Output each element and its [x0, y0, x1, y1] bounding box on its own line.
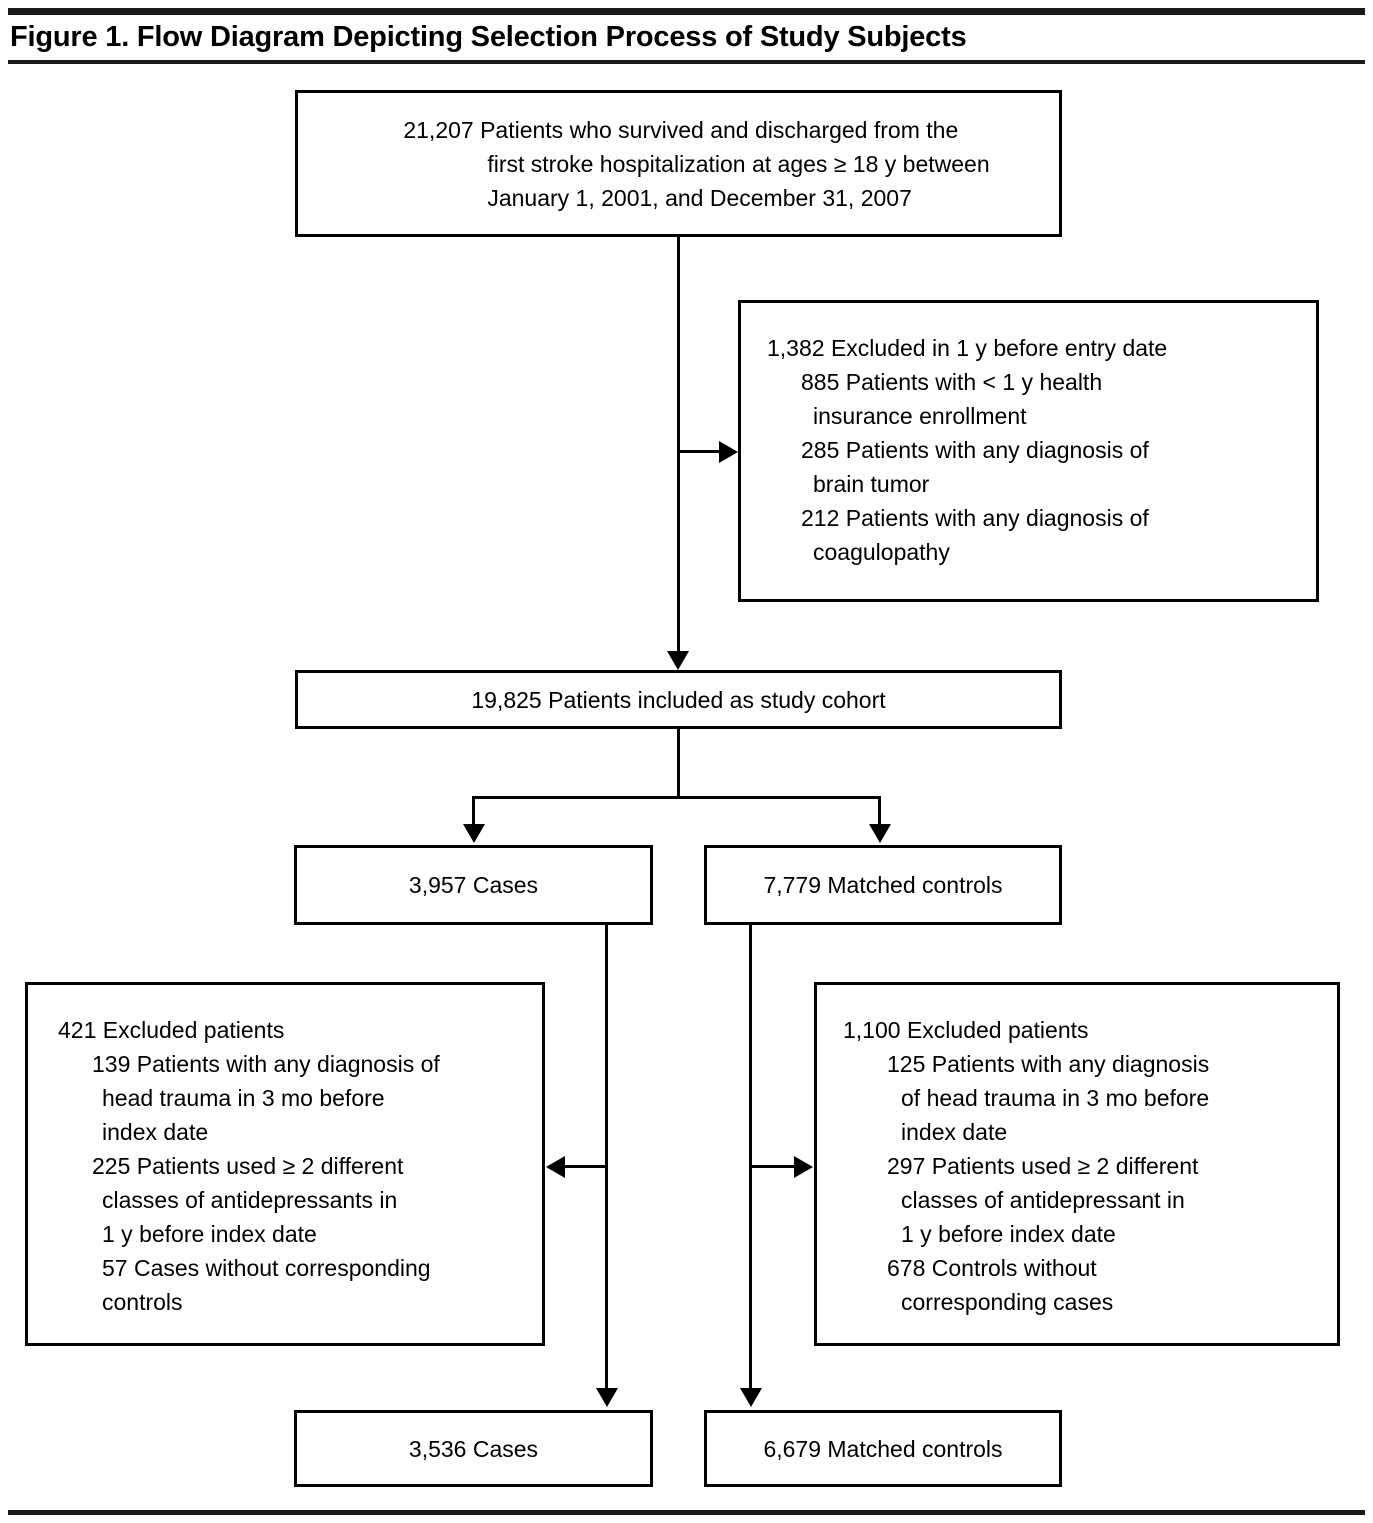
connector-to-controls: [878, 796, 881, 826]
excluded-cases-item-0-line-2: head trauma in 3 mo before: [102, 1085, 385, 1111]
controls-label: 7,779 Matched controls: [763, 872, 1003, 898]
excluded-controls-item-1-line-2: classes of antidepressant in: [901, 1187, 1185, 1213]
node-source-cohort: 21,207 Patients who survived and dischar…: [295, 90, 1062, 237]
excluded-entry-item-0-line-2: insurance enrollment: [813, 403, 1027, 429]
figure-title: Figure 1. Flow Diagram Depicting Selecti…: [10, 21, 967, 53]
node-excluded-entry: 1,382 Excluded in 1 y before entry date …: [738, 300, 1319, 602]
excluded-controls-item-0-line-1: 125 Patients with any diagnosis: [887, 1051, 1210, 1077]
excluded-cases-item-0-line-3: index date: [102, 1119, 209, 1145]
excluded-entry-item-1-line-2: brain tumor: [813, 471, 930, 497]
excluded-controls-item-2-line-1: 678 Controls without: [887, 1255, 1097, 1281]
connector-to-excluded-cases: [564, 1165, 607, 1168]
cases-label: 3,957 Cases: [408, 872, 539, 898]
header-rule-thick: [8, 8, 1365, 15]
excluded-cases-heading: 421 Excluded patients: [58, 1017, 285, 1043]
node-study-cohort: 19,825 Patients included as study cohort: [295, 670, 1062, 729]
excluded-cases-item-2-line-2: controls: [102, 1289, 183, 1315]
arrow-into-final-controls: [740, 1388, 762, 1407]
connector-cases-trunk: [605, 925, 608, 1391]
excluded-entry-item-0-line-1: 885 Patients with < 1 y health: [801, 369, 1103, 395]
header-rule-thin: [8, 60, 1365, 64]
excluded-controls-heading: 1,100 Excluded patients: [843, 1017, 1089, 1043]
excluded-entry-heading: 1,382 Excluded in 1 y before entry date: [767, 335, 1168, 361]
connector-to-excluded-controls: [749, 1165, 794, 1168]
connector-to-cases: [472, 796, 475, 826]
excluded-controls-item-1-line-1: 297 Patients used ≥ 2 different: [887, 1153, 1199, 1179]
node-final-cases: 3,536 Cases: [294, 1410, 653, 1487]
excluded-controls-item-2-line-2: corresponding cases: [901, 1289, 1114, 1315]
connector-trunk-main: [677, 237, 680, 654]
connector-to-excluded-entry: [677, 450, 719, 453]
excluded-cases-item-0-line-1: 139 Patients with any diagnosis of: [92, 1051, 440, 1077]
arrow-into-controls: [869, 824, 891, 843]
study-cohort-label: 19,825 Patients included as study cohort: [471, 686, 886, 713]
excluded-controls-item-0-line-2: of head trauma in 3 mo before: [901, 1085, 1210, 1111]
source-cohort-line-1: 21,207 Patients who survived and dischar…: [403, 116, 959, 143]
excluded-controls-item-0-line-3: index date: [901, 1119, 1008, 1145]
node-cases: 3,957 Cases: [294, 845, 653, 925]
source-cohort-line-2: first stroke hospitalization at ages ≥ 1…: [487, 150, 990, 177]
arrow-into-final-cases: [596, 1388, 618, 1407]
excluded-controls-item-1-line-3: 1 y before index date: [901, 1221, 1116, 1247]
final-controls-label: 6,679 Matched controls: [763, 1435, 1003, 1462]
connector-cohort-stem: [677, 729, 680, 799]
excluded-controls-list: 125 Patients with any diagnosis of head …: [843, 1047, 1325, 1319]
connector-controls-trunk: [749, 925, 752, 1391]
node-controls: 7,779 Matched controls: [704, 845, 1062, 925]
excluded-cases-item-1-line-3: 1 y before index date: [102, 1221, 317, 1247]
final-cases-label: 3,536 Cases: [408, 1435, 539, 1462]
node-final-controls: 6,679 Matched controls: [704, 1410, 1062, 1487]
excluded-cases-list: 139 Patients with any diagnosis of head …: [58, 1047, 530, 1319]
excluded-cases-item-2-line-1: 57 Cases without corresponding: [102, 1255, 431, 1281]
arrow-into-excluded-controls: [794, 1156, 813, 1178]
excluded-entry-item-1-line-1: 285 Patients with any diagnosis of: [801, 437, 1149, 463]
node-excluded-cases: 421 Excluded patients 139 Patients with …: [25, 982, 545, 1346]
arrow-into-study-cohort: [667, 651, 689, 670]
node-excluded-controls: 1,100 Excluded patients 125 Patients wit…: [814, 982, 1340, 1346]
excluded-entry-item-2-line-2: coagulopathy: [813, 539, 950, 565]
source-cohort-line-3: January 1, 2001, and December 31, 2007: [487, 184, 912, 211]
excluded-entry-item-2-line-1: 212 Patients with any diagnosis of: [801, 505, 1149, 531]
excluded-entry-list: 885 Patients with < 1 y health insurance…: [767, 365, 1304, 569]
arrow-into-cases: [463, 824, 485, 843]
arrow-into-excluded-cases: [546, 1156, 565, 1178]
arrow-into-excluded-entry: [719, 441, 738, 463]
connector-cohort-split: [472, 796, 881, 799]
footer-rule: [8, 1510, 1365, 1515]
excluded-cases-item-1-line-1: 225 Patients used ≥ 2 different: [92, 1153, 404, 1179]
excluded-cases-item-1-line-2: classes of antidepressants in: [102, 1187, 398, 1213]
